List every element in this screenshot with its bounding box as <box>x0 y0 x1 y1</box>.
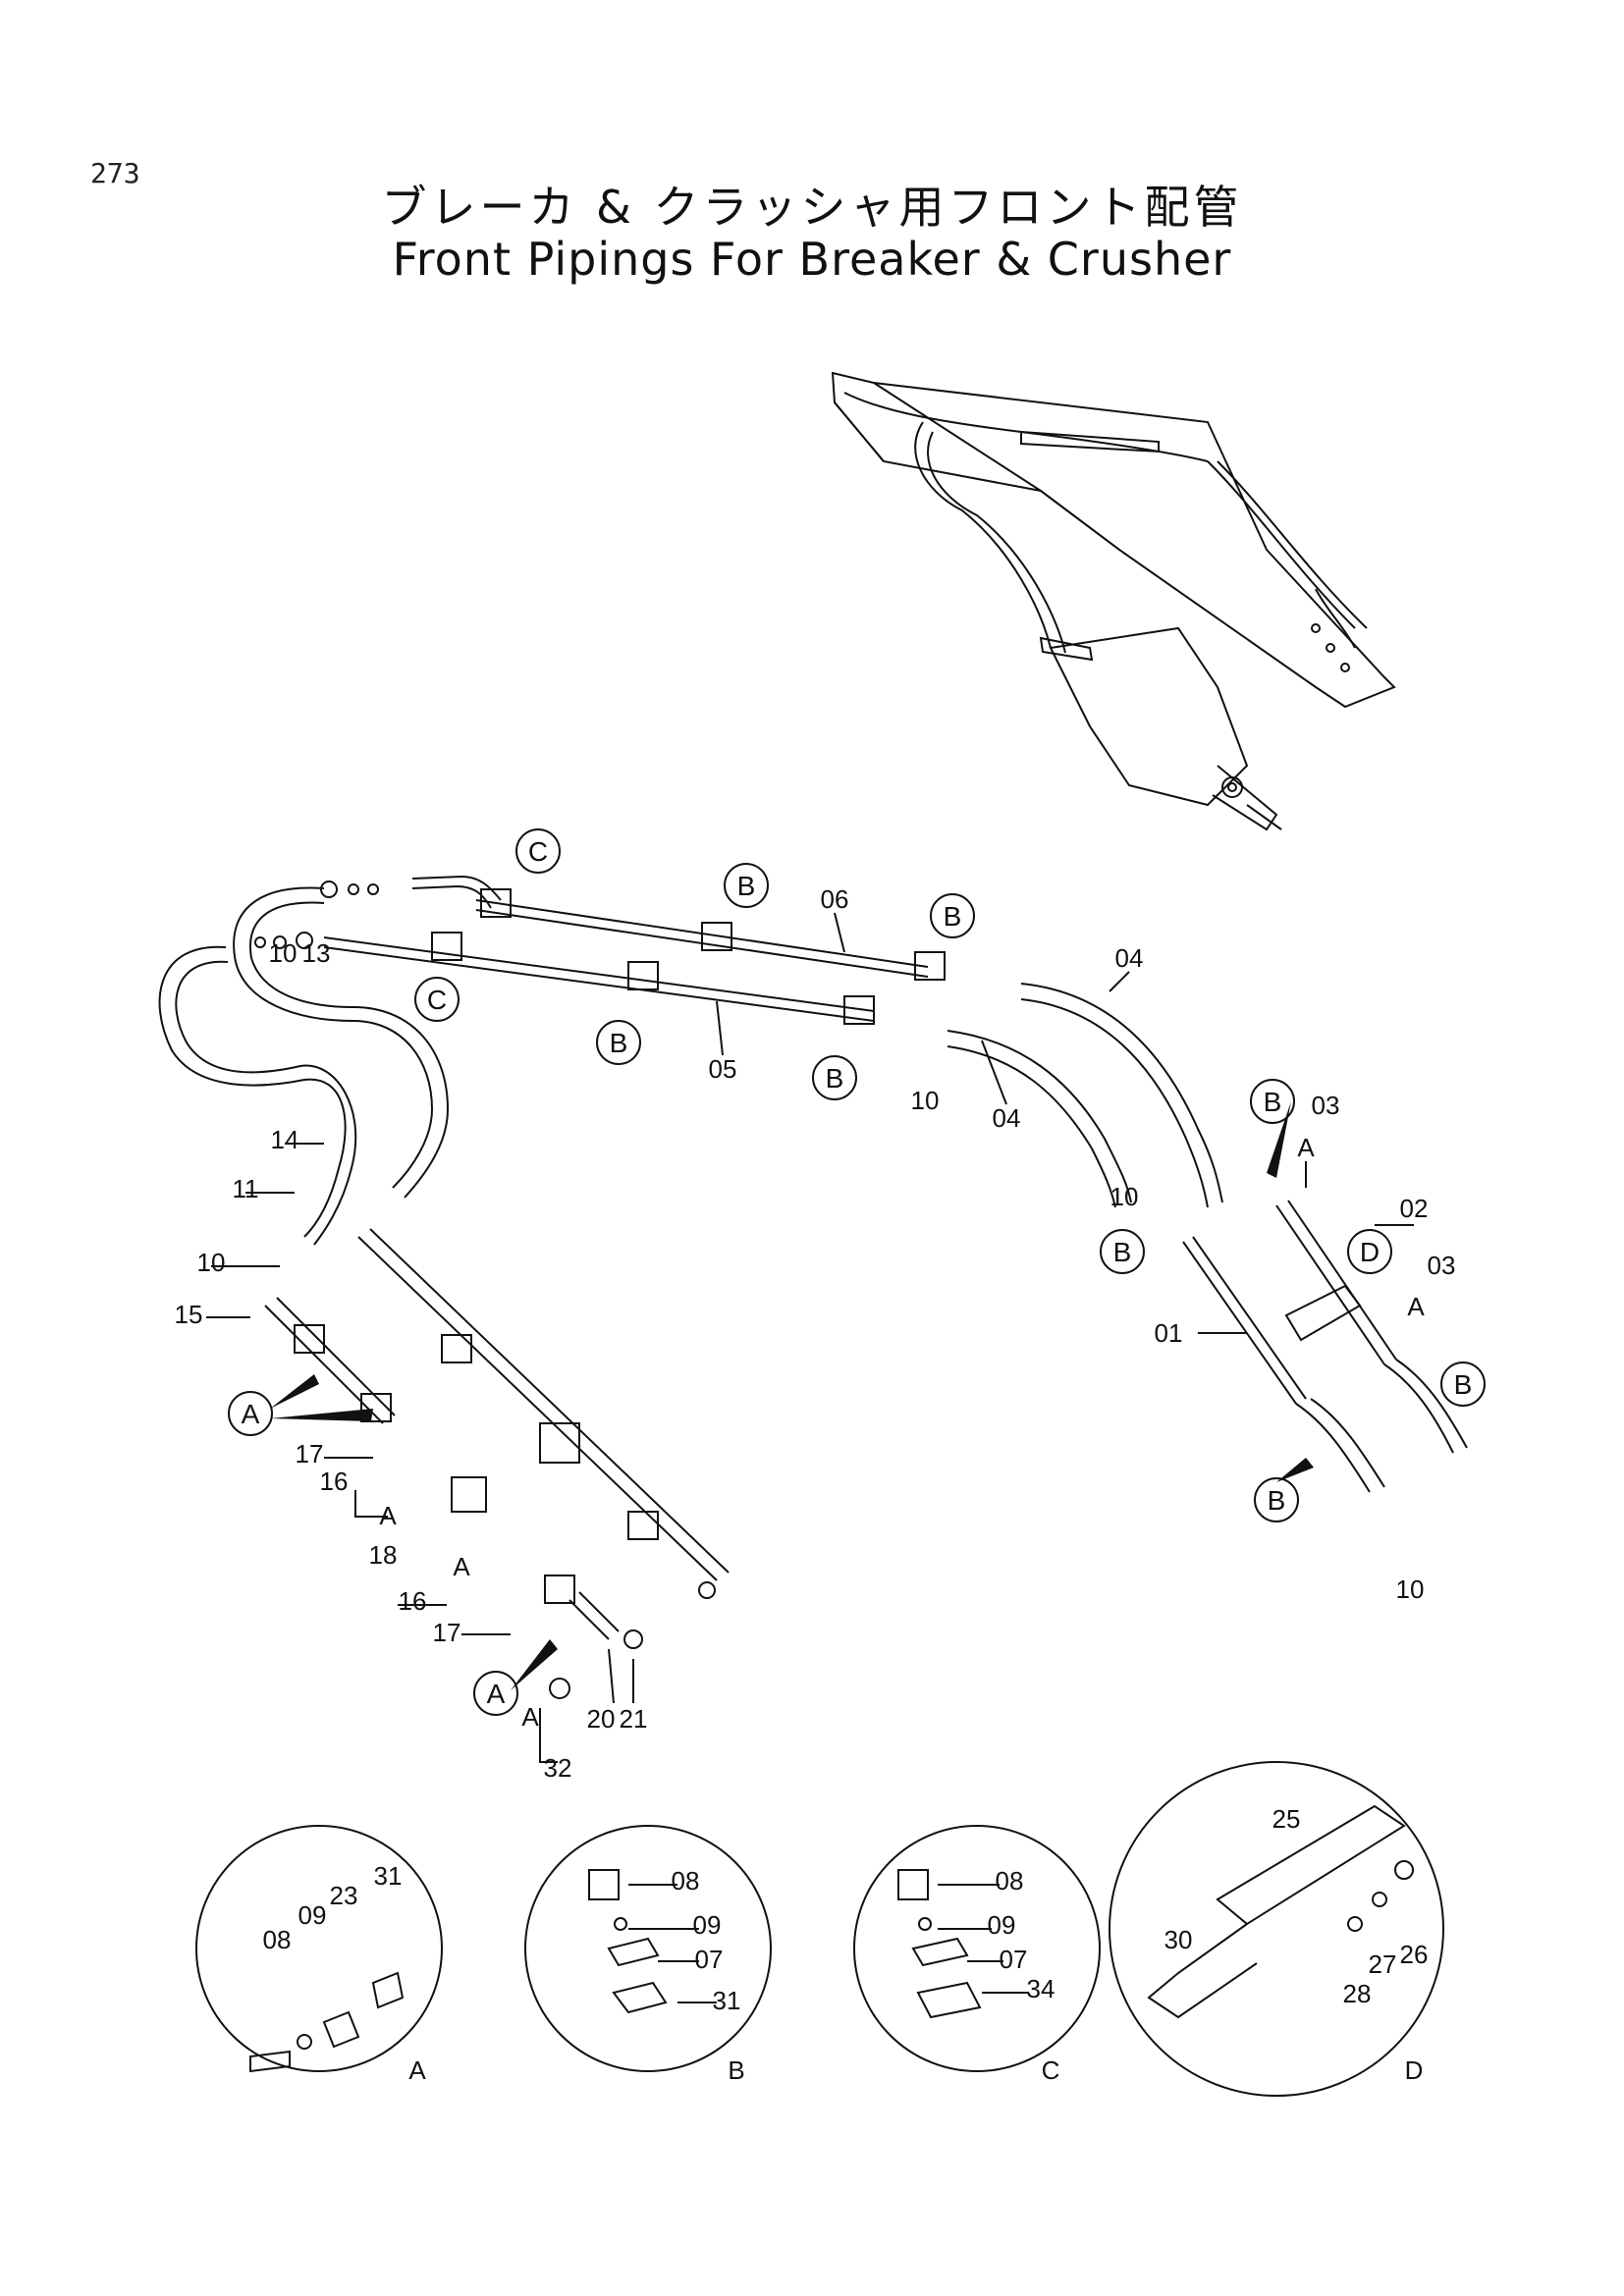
svg-text:B: B <box>1268 1485 1286 1516</box>
svg-text:B: B <box>1454 1369 1473 1400</box>
clamp-group <box>431 888 946 1025</box>
svg-text:A: A <box>408 2056 426 2085</box>
pipe-02 <box>1275 1200 1468 1454</box>
svg-text:A: A <box>453 1552 470 1581</box>
svg-text:34: 34 <box>1027 1974 1056 2003</box>
svg-text:B: B <box>944 901 962 932</box>
svg-text:10: 10 <box>911 1086 940 1115</box>
svg-text:B: B <box>728 2056 744 2085</box>
svg-text:09: 09 <box>988 1910 1016 1940</box>
svg-text:27: 27 <box>1369 1949 1397 1979</box>
svg-text:04: 04 <box>993 1103 1021 1133</box>
title-english: Front Pipings For Breaker & Crusher <box>392 233 1232 286</box>
svg-text:D: D <box>1360 1237 1380 1267</box>
page-number: 273 <box>90 157 140 189</box>
svg-text:A: A <box>1407 1292 1425 1321</box>
detail-circle-a <box>195 1825 443 2072</box>
svg-text:10: 10 <box>1110 1182 1139 1211</box>
svg-text:05: 05 <box>709 1054 737 1084</box>
svg-text:01: 01 <box>1155 1318 1183 1348</box>
detail-circle-d <box>1109 1761 1444 2097</box>
svg-text:08: 08 <box>996 1866 1024 1896</box>
svg-text:D: D <box>1405 2056 1424 2085</box>
svg-text:A: A <box>487 1679 506 1709</box>
svg-text:A: A <box>1297 1133 1315 1162</box>
svg-text:09: 09 <box>298 1900 327 1930</box>
svg-text:A: A <box>242 1399 260 1429</box>
hose-04-lower <box>947 1030 1132 1203</box>
svg-text:B: B <box>737 871 756 901</box>
svg-text:26: 26 <box>1400 1940 1429 1969</box>
svg-text:C: C <box>528 836 548 867</box>
hose-14 <box>158 945 347 1238</box>
svg-text:B: B <box>826 1063 844 1094</box>
detail-circle-b <box>524 1825 772 2072</box>
bracket-d <box>1284 1284 1362 1342</box>
svg-text:C: C <box>427 985 447 1015</box>
svg-text:03: 03 <box>1312 1091 1340 1120</box>
svg-text:04: 04 <box>1115 943 1144 973</box>
svg-text:B: B <box>1264 1087 1282 1117</box>
svg-text:25: 25 <box>1272 1804 1301 1834</box>
svg-text:10: 10 <box>269 938 298 968</box>
svg-text:18: 18 <box>369 1540 398 1570</box>
pipe-05 <box>323 936 875 1022</box>
svg-text:23: 23 <box>330 1881 358 1910</box>
pipe-01 <box>1182 1236 1385 1493</box>
svg-text:28: 28 <box>1343 1979 1372 2008</box>
title-japanese: ブレーカ & クラッシャ用フロント配管 <box>381 181 1243 234</box>
svg-text:32: 32 <box>544 1753 572 1783</box>
excavator-overview <box>831 371 1396 831</box>
svg-text:07: 07 <box>1000 1945 1028 1974</box>
svg-text:08: 08 <box>263 1925 292 1954</box>
svg-text:02: 02 <box>1400 1194 1429 1223</box>
left-lower-pipe-15 <box>264 1297 396 1424</box>
svg-text:16: 16 <box>320 1467 349 1496</box>
svg-text:10: 10 <box>1396 1575 1425 1604</box>
svg-text:08: 08 <box>672 1866 700 1896</box>
svg-text:11: 11 <box>233 1174 259 1203</box>
detail-circle-c <box>853 1825 1101 2072</box>
svg-text:14: 14 <box>271 1125 299 1154</box>
hose-04-upper <box>1020 983 1223 1203</box>
svg-text:21: 21 <box>620 1704 648 1734</box>
svg-text:31: 31 <box>374 1861 403 1891</box>
svg-text:16: 16 <box>399 1586 427 1616</box>
svg-text:06: 06 <box>821 884 849 914</box>
svg-text:07: 07 <box>695 1945 724 1974</box>
svg-text:20: 20 <box>587 1704 616 1734</box>
svg-text:17: 17 <box>296 1439 324 1468</box>
svg-text:17: 17 <box>433 1618 461 1647</box>
svg-text:15: 15 <box>175 1300 203 1329</box>
svg-text:03: 03 <box>1428 1251 1456 1280</box>
svg-text:C: C <box>1042 2056 1060 2085</box>
svg-text:10: 10 <box>197 1248 226 1277</box>
svg-text:31: 31 <box>713 1986 741 2015</box>
svg-text:09: 09 <box>693 1910 722 1940</box>
svg-text:B: B <box>1113 1237 1132 1267</box>
svg-text:30: 30 <box>1164 1925 1193 1954</box>
svg-text:B: B <box>610 1028 628 1058</box>
svg-text:13: 13 <box>302 938 331 968</box>
svg-text:A: A <box>379 1501 397 1530</box>
hose-13 <box>233 886 434 1189</box>
svg-text:A: A <box>521 1702 539 1732</box>
left-lower-pipe-20 <box>357 1228 730 1581</box>
